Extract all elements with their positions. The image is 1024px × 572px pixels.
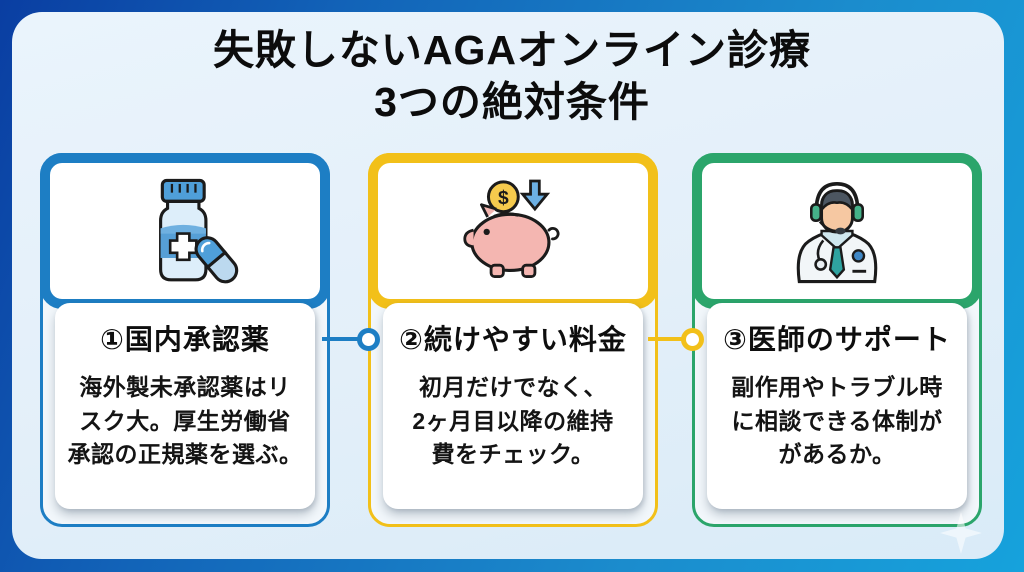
card1-heading: ①国内承認薬 — [100, 324, 270, 355]
card1-text-panel: ①国内承認薬 海外製未承認薬はリ スク大。厚生労働省 承認の正規薬を選ぶ。 — [55, 303, 315, 509]
card-doctor-support: ③医師のサポート 副作用やトラブル時 に相談できる体制が があるか。 — [692, 153, 982, 527]
card2-text-panel: ②続けやすい料金 初月だけでなく、 2ヶ月目以降の維持 費をチェック。 — [383, 303, 643, 509]
card3-heading: ③医師のサポート — [723, 324, 951, 355]
page-title: 失敗しないAGAオンライン診療 3つの絶対条件 — [0, 25, 1024, 128]
card2-heading: ②続けやすい料金 — [399, 324, 627, 355]
card-domestic-approved-medicine: ①国内承認薬 海外製未承認薬はリ スク大。厚生労働省 承認の正規薬を選ぶ。 — [40, 153, 330, 527]
svg-text:$: $ — [498, 188, 509, 209]
card1-icon-frame — [40, 153, 330, 309]
doctor-headset-icon — [796, 182, 878, 284]
connector-line-1 — [322, 337, 364, 341]
card-affordable-pricing: $ ②続けやすい料金 初月だけでなく、 2ヶ月目以降の維持 費をチェック。 — [368, 153, 658, 527]
page-title-line1: 失敗しないAGAオンライン診療 — [212, 27, 812, 73]
card3-body: 副作用やトラブル時 に相談できる体制が があるか。 — [731, 374, 943, 468]
card2-icon-frame: $ — [368, 153, 658, 309]
card1-body: 海外製未承認薬はリ スク大。厚生労働省 承認の正規薬を選ぶ。 — [67, 374, 303, 468]
card3-icon-frame — [692, 153, 982, 309]
page-title-line2: 3つの絶対条件 — [374, 78, 650, 125]
connector-line-2 — [648, 337, 688, 341]
card3-text-panel: ③医師のサポート 副作用やトラブル時 に相談できる体制が があるか。 — [707, 303, 967, 509]
connector-dot-2 — [681, 328, 704, 351]
piggy-bank-icon: $ — [463, 179, 560, 278]
medicine-bottle-icon — [159, 178, 239, 284]
connector-dot-1 — [357, 328, 380, 351]
card2-body: 初月だけでなく、 2ヶ月目以降の維持 費をチェック。 — [412, 374, 614, 468]
